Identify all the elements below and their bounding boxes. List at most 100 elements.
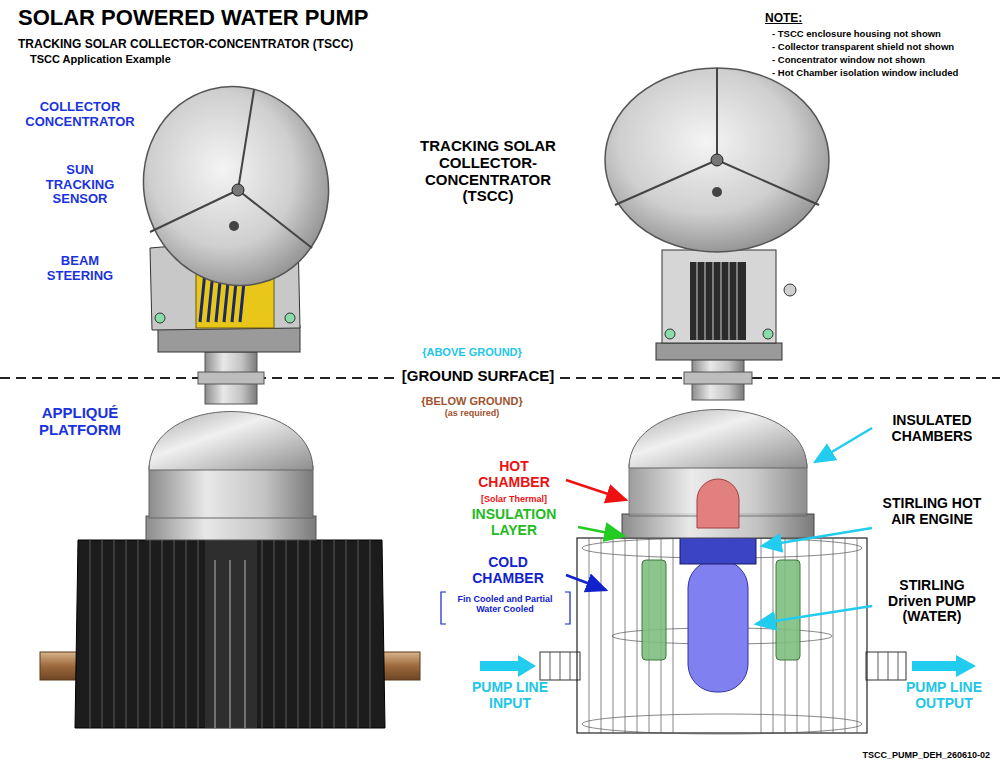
wire-fins [582, 714, 862, 734]
leader-arrow [566, 480, 626, 500]
wire-fins [589, 538, 590, 733]
pipe-ribs [898, 652, 899, 680]
radiator-fins [75, 540, 385, 728]
part-label: STIRLING HOT AIR ENGINE [872, 496, 992, 527]
slats [720, 262, 722, 340]
fin-lines [346, 540, 347, 728]
wire-fins [833, 538, 834, 733]
fin-lines [102, 540, 103, 728]
core-lines [244, 560, 246, 728]
fin-lines [90, 540, 370, 728]
leader-arrow [566, 575, 606, 590]
dish-struts [150, 90, 312, 248]
fin-lines [274, 540, 275, 728]
fin-lines [198, 540, 199, 728]
wire-fins [673, 538, 674, 733]
bracket [565, 592, 570, 624]
core-lines [229, 560, 231, 728]
wire-fins [761, 538, 762, 733]
drawing-id: TSCC_PUMP_DEH_260610-02 [770, 750, 990, 760]
fin-lines [286, 540, 287, 728]
fin-lines [334, 540, 335, 728]
wire-fins [773, 538, 774, 733]
core-lines [214, 560, 216, 728]
fin-lines [370, 540, 371, 728]
part-label: INSULATED CHAMBERS [872, 413, 992, 444]
pipe-fitting [866, 652, 906, 680]
fin-lines [174, 540, 175, 728]
part-label: HOT CHAMBER [469, 459, 559, 490]
flow-label: PUMP LINE OUTPUT [896, 680, 992, 711]
wire-fins [821, 538, 822, 733]
note-line: - Collector transparent shield not shown [772, 42, 992, 53]
dish-struts [717, 160, 819, 205]
slats [704, 262, 706, 340]
slats [728, 262, 730, 340]
zone-label: {ABOVE GROUND} [392, 346, 552, 358]
flow-label: PUMP LINE INPUT [460, 680, 560, 711]
zone-note: (as required) [392, 408, 552, 418]
fin-lines [262, 540, 263, 728]
sun-sensor [712, 187, 722, 197]
part-note: Fin Cooled and Partial Water Cooled [446, 594, 564, 614]
pipe-ribs [560, 652, 561, 680]
hot-chamber-dome [149, 412, 313, 471]
right-assembly [540, 68, 906, 734]
hot-chamber [149, 466, 313, 518]
zone-label: {BELOW GROUND} [392, 395, 552, 407]
fin-lines [186, 540, 187, 728]
part-label: INSULATION LAYER [451, 507, 577, 538]
dish-hub [711, 154, 723, 166]
leader-arrows [566, 428, 872, 624]
pipe-fitting [540, 652, 580, 680]
leader-arrow [762, 528, 872, 546]
left-assembly [40, 66, 420, 728]
hot-chamber-dome [629, 410, 807, 469]
part-label: STIRLING Driven PUMP (WATER) [887, 578, 977, 625]
note-line: - Concentrator window not shown [772, 55, 992, 66]
fin-lines [358, 540, 359, 728]
wire-fins [845, 538, 846, 733]
green-panel [642, 560, 666, 660]
collar [198, 372, 264, 384]
note-heading: NOTE: [765, 12, 865, 25]
title: SOLAR POWERED WATER PUMP [18, 6, 368, 31]
green-panel [776, 560, 800, 660]
base-plate [656, 343, 782, 360]
wire-fins [637, 538, 638, 733]
dish-struts [615, 160, 717, 205]
wire-fins [582, 538, 862, 734]
bracket [441, 592, 446, 624]
slats [712, 262, 714, 340]
part-label: BEAM STEERING [32, 254, 128, 283]
collar [684, 372, 752, 384]
fin-lines [138, 540, 139, 728]
dish-struts [615, 68, 819, 205]
gimbal-frame [662, 250, 776, 343]
leader-arrow [756, 606, 872, 624]
knob [155, 313, 165, 323]
slats [697, 262, 737, 340]
dish-struts [238, 190, 312, 248]
fin-lines [150, 540, 151, 728]
stirling-pump [688, 560, 748, 692]
slat-block [690, 262, 746, 340]
part-label: COLD CHAMBER [460, 555, 556, 586]
note-line: - Hot Chamber isolation window included [772, 68, 992, 79]
collector-dish [121, 66, 350, 307]
knob [763, 329, 773, 339]
cold-chamber-wireframe [577, 538, 867, 733]
ground-label: [GROUND SURFACE] [396, 368, 561, 385]
subtitle: TSCC Application Example [30, 53, 330, 65]
part-note: [Solar Thermal] [454, 494, 574, 504]
part-label: COLLECTOR CONCENTRATOR [15, 100, 145, 129]
wire-fins [625, 538, 626, 733]
center-label: TRACKING SOLAR COLLECTOR-CONCENTRATOR (T… [400, 138, 576, 205]
sun-sensor [229, 221, 239, 231]
fin-lines [114, 540, 115, 728]
knob [784, 284, 796, 296]
leader-arrow [578, 527, 624, 536]
slats [736, 262, 738, 340]
